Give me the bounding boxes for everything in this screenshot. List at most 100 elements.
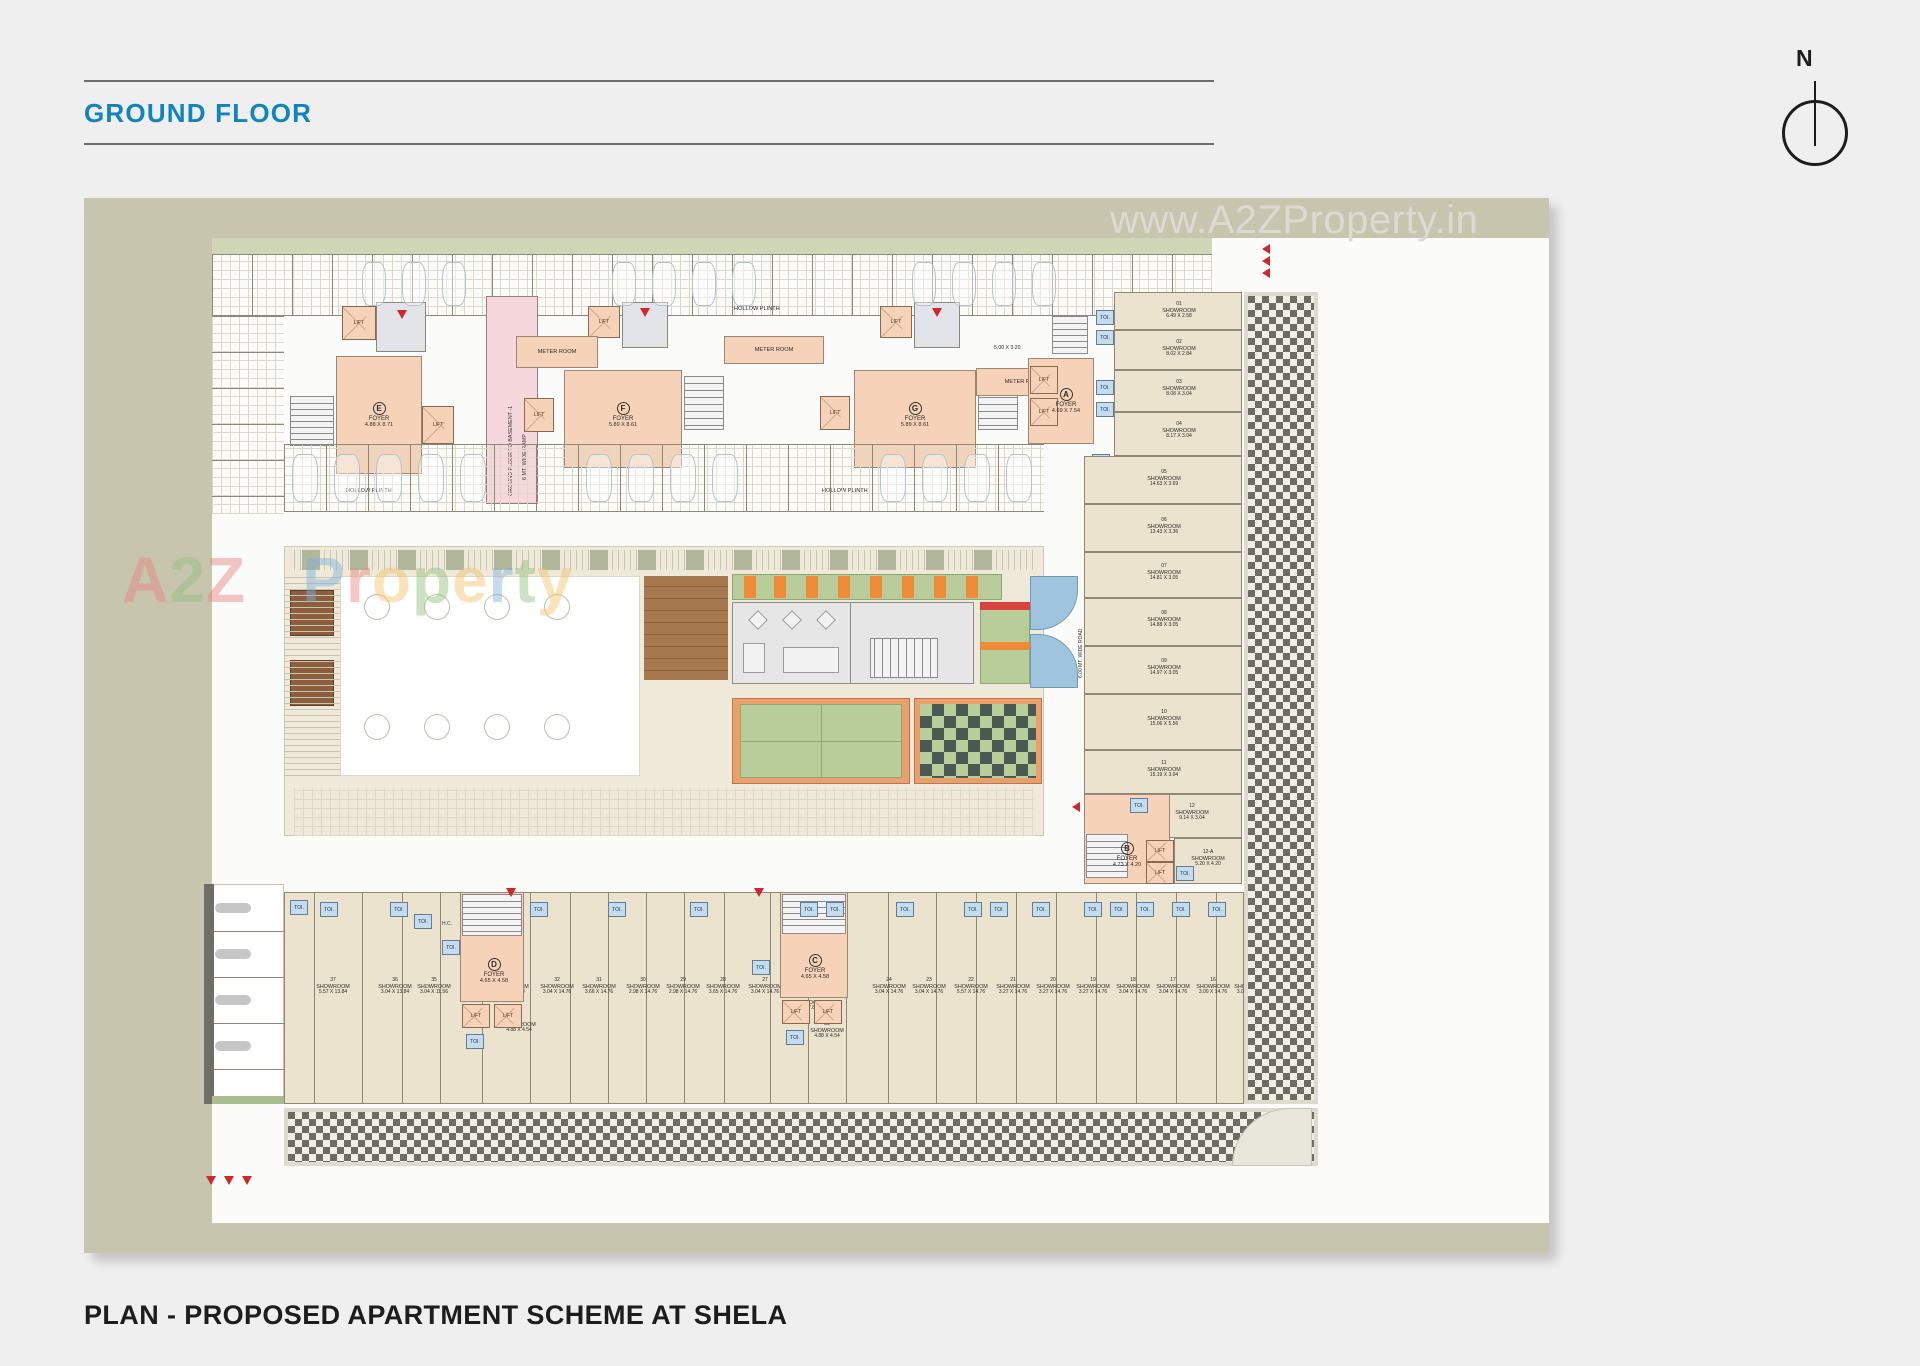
showroom-29-num: 29 xyxy=(680,977,686,983)
foyer-D-label: D FOYER 4.65 X 4.58 xyxy=(466,954,522,984)
toilet: TOI. xyxy=(320,902,338,917)
toilet: TOI. xyxy=(800,902,818,917)
foyer-A-name: FOYER xyxy=(1055,402,1077,408)
showroom-19-dim: 3.27 X 14.76 xyxy=(1078,988,1108,995)
showroom-35-name: SHOWROOM xyxy=(417,983,451,990)
foyer-G-dim: 5.89 X 8.61 xyxy=(900,422,930,428)
showroom-16-num: 16 xyxy=(1210,977,1216,983)
planter xyxy=(350,550,368,570)
clubhouse-staircase xyxy=(870,638,938,678)
toilet: TOI. xyxy=(752,960,770,975)
north-circle-icon xyxy=(1782,100,1848,166)
toilet: TOI. xyxy=(1096,380,1114,395)
showroom-30-dim: 2.98 X 14.76 xyxy=(628,988,658,995)
seating-circle xyxy=(544,594,570,620)
toilet: TOI. xyxy=(896,902,914,917)
lift-C-1: LIFT xyxy=(782,1000,810,1024)
amenity-marker xyxy=(774,576,786,598)
showroom-05-dim: 14.63 X 3.69 xyxy=(1149,480,1179,487)
showroom-31-name: SHOWROOM xyxy=(582,983,616,990)
lift-A-1: LIFT xyxy=(1030,366,1058,394)
top-landscape-strip xyxy=(212,238,1212,254)
showroom-28-dim: 3.65 X 14.76 xyxy=(708,988,738,995)
foyer-A-id: A xyxy=(1059,388,1073,401)
showroom-22-dim: 5.57 X 14.76 xyxy=(956,988,986,995)
showroom-22-label: 22 SHOWROOM 5.57 X 14.76 xyxy=(940,977,1002,995)
showroom-04-dim: 8.17 X 3.04 xyxy=(1166,432,1192,439)
staircase-A xyxy=(1052,316,1088,354)
toilet: TOI. xyxy=(290,900,308,915)
seating-circle xyxy=(484,594,510,620)
parked-car xyxy=(964,454,990,502)
meter-room-2: METER ROOM xyxy=(724,336,824,364)
showroom-09-dim: 14.97 X 3.05 xyxy=(1149,669,1179,676)
showroom-08-num: 08 xyxy=(1161,610,1167,616)
toilet: TOI. xyxy=(608,902,626,917)
showroom-25-num: 25 xyxy=(824,1021,830,1027)
planter xyxy=(782,550,800,570)
showroom-11-num: 11 xyxy=(1161,760,1167,766)
foyer-B-label: B FOYER 4.73 X 4.20 xyxy=(1094,838,1160,868)
showroom-17-name: SHOWROOM xyxy=(1156,983,1190,990)
showroom-30-num: 30 xyxy=(640,977,646,983)
site-exit-arrow xyxy=(242,1176,252,1185)
hollow-plinth-2: HOLLOW PLINTH xyxy=(734,306,780,312)
entry-arrow-G xyxy=(932,308,942,317)
showroom-06-dim: 13.43 X 3.36 xyxy=(1149,528,1179,535)
showroom-28-num: 28 xyxy=(720,977,726,983)
showroom-05-label: 05 SHOWROOM 14.63 X 3.69 xyxy=(1119,469,1209,487)
showroom-16-label: 16 SHOWROOM 3.00 X 14.76 xyxy=(1182,977,1244,995)
showroom-10-name: SHOWROOM xyxy=(1147,715,1181,722)
showroom-12-label: 12 SHOWROOM 9.14 X 3.04 xyxy=(1152,803,1232,821)
showroom-35-dim: 3.04 X 11.56 xyxy=(420,988,448,995)
parked-car xyxy=(922,454,948,502)
foyer-A-label: A FOYER 4.69 X 7.54 xyxy=(1036,384,1096,414)
showroom-09 xyxy=(1084,646,1242,694)
site-entry-arrow xyxy=(1262,244,1270,254)
entry-arrow-B xyxy=(1072,802,1080,812)
showroom-21-label: 21 SHOWROOM 3.27 X 14.76 xyxy=(982,977,1044,995)
showroom-10-label: 10 SHOWROOM 15.06 X 5.56 xyxy=(1119,709,1209,727)
showroom-03-num: 03 xyxy=(1176,379,1182,385)
showroom-36-name: SHOWROOM xyxy=(378,983,412,990)
showroom-12A-name: SHOWROOM xyxy=(1191,855,1225,862)
showroom-12A-label: 12-A SHOWROOM 5.20 X 4.20 xyxy=(1174,849,1242,867)
showroom-12-num: 12 xyxy=(1189,803,1195,809)
club-pool-table xyxy=(783,647,839,673)
amenity-marker xyxy=(934,576,946,598)
toilet: TOI. xyxy=(1172,902,1190,917)
showroom-28-label: 28 SHOWROOM 3.65 X 14.76 xyxy=(692,977,754,995)
showroom-22-num: 22 xyxy=(968,977,974,983)
showroom-36-dim: 3.04 X 13.84 xyxy=(380,988,410,995)
showroom-17-dim: 3.04 X 14.76 xyxy=(1158,988,1188,995)
lift-F-2: LIFT xyxy=(588,306,620,338)
parked-car xyxy=(992,262,1016,306)
toilet: TOI. xyxy=(1130,798,1148,813)
showroom-28-name: SHOWROOM xyxy=(706,983,740,990)
showroom-04-name: SHOWROOM xyxy=(1162,427,1196,434)
showroom-02-name: SHOWROOM xyxy=(1162,345,1196,352)
lift-D-1: LIFT xyxy=(462,1004,490,1028)
club-equipment xyxy=(743,643,765,673)
showroom-21-dim: 3.27 X 14.76 xyxy=(998,988,1028,995)
foyer-D-dim: 4.65 X 4.58 xyxy=(479,978,509,984)
showroom-36-label: 36 SHOWROOM 3.04 X 13.84 xyxy=(364,977,426,995)
entry-arrow-F xyxy=(640,308,650,317)
toilet: TOI. xyxy=(442,940,460,955)
driveway-note: 6.00 MT. WIDE ROAD xyxy=(1078,628,1084,678)
showroom-30-label: 30 SHOWROOM 2.98 X 14.76 xyxy=(612,977,674,995)
showroom-32-num: 32 xyxy=(554,977,560,983)
showroom-03-name: SHOWROOM xyxy=(1162,385,1196,392)
showroom-04-label: 04 SHOWROOM 8.17 X 3.04 xyxy=(1134,421,1224,439)
handicap-toilet: H.C. xyxy=(442,921,452,927)
planter xyxy=(542,550,560,570)
showroom-02-num: 02 xyxy=(1176,339,1182,345)
showroom-12-dim: 9.14 X 3.04 xyxy=(1179,814,1205,821)
parked-car xyxy=(376,454,402,502)
plan-caption: PLAN - PROPOSED APARTMENT SCHEME AT SHEL… xyxy=(84,1300,788,1330)
showroom-08-dim: 14.88 X 3.05 xyxy=(1149,621,1179,628)
showroom-06-name: SHOWROOM xyxy=(1147,523,1181,530)
showroom-24-name: SHOWROOM xyxy=(872,983,906,990)
showroom-07-label: 07 SHOWROOM 14.81 X 3.05 xyxy=(1119,563,1209,581)
lift-E-2: LIFT xyxy=(422,406,454,444)
